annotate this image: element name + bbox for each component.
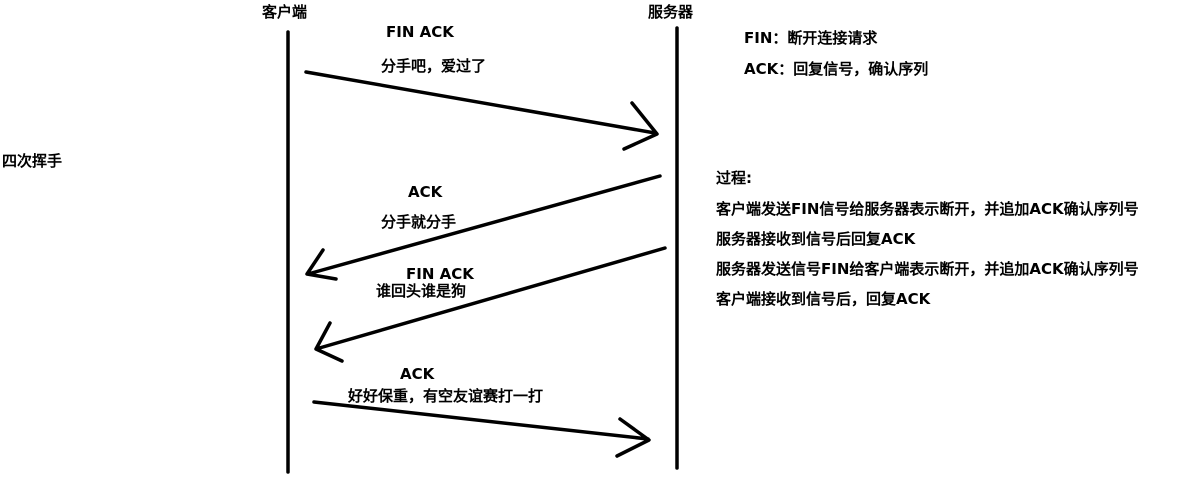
process-step-2: 服务器接收到信号后回复ACK <box>716 230 916 248</box>
message-4-text: 好好保重，有空友谊赛打一打 <box>348 387 544 405</box>
message-arrow-3 <box>314 246 667 363</box>
legend-ack: ACK：回复信号，确认序列 <box>744 60 929 78</box>
message-2-text: 分手就分手 <box>381 213 457 231</box>
process-step-1: 客户端发送FIN信号给服务器表示断开，并追加ACK确认序列号 <box>716 200 1139 218</box>
message-2-flag: ACK <box>408 183 443 201</box>
process-step-4: 客户端接收到信号后，回复ACK <box>716 290 931 308</box>
process-step-3: 服务器发送信号FIN给客户端表示断开，并追加ACK确认序列号 <box>716 260 1139 278</box>
message-arrow-2 <box>305 174 662 281</box>
message-4-flag: ACK <box>400 365 435 383</box>
server-label: 服务器 <box>648 3 694 21</box>
message-3-text: 谁回头谁是狗 <box>376 282 467 300</box>
client-label: 客户端 <box>262 3 308 21</box>
diagram-title: 四次挥手 <box>2 152 63 170</box>
process-title: 过程: <box>716 169 752 187</box>
legend-fin: FIN：断开连接请求 <box>744 29 878 47</box>
message-3-flag: FIN ACK <box>406 265 474 283</box>
message-1-text: 分手吧，爱过了 <box>381 57 487 75</box>
message-arrow-1 <box>304 70 659 151</box>
message-arrow-4 <box>312 400 651 458</box>
message-1-flag: FIN ACK <box>386 23 454 41</box>
